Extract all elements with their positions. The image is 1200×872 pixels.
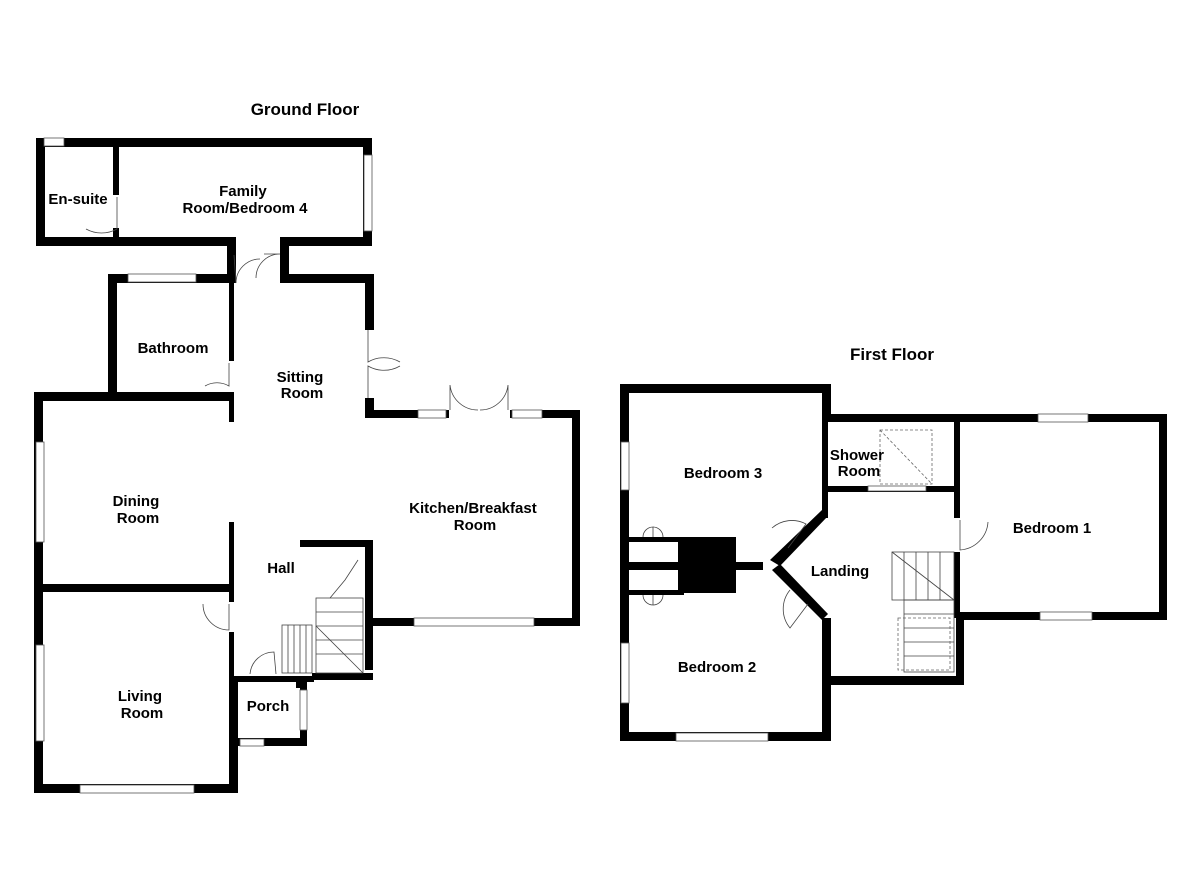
room-label-kitchen-line2: Room <box>454 517 497 534</box>
ground-floor-title: Ground Floor <box>251 100 360 119</box>
first-floor-windows <box>620 413 1093 742</box>
room-label-family: Family Room/Bedroom 4 <box>182 183 308 217</box>
shower-tray <box>879 429 933 485</box>
room-label-porch-line1: Porch <box>247 698 290 715</box>
room-label-family-line2: Room/Bedroom 4 <box>182 200 308 217</box>
room-label-bathroom-line1: Bathroom <box>138 340 209 357</box>
sitting-room-walls <box>280 237 449 418</box>
room-label-shower-line2: Room <box>838 463 881 480</box>
ground-floor-plan: Ground Floor En-suite Family Room/Bedroo… <box>34 100 580 794</box>
room-label-bedroom2: Bedroom 2 <box>678 659 756 676</box>
ground-stairs <box>281 559 364 674</box>
room-label-living: Living Room <box>118 688 166 722</box>
first-floor-doors <box>771 520 989 629</box>
room-label-ensuite-line1: En-suite <box>48 191 107 208</box>
kitchen-walls <box>300 410 580 670</box>
first-floor-title: First Floor <box>850 345 934 364</box>
room-label-bedroom1: Bedroom 1 <box>1013 520 1091 537</box>
room-label-sitting-line2: Room <box>281 385 324 402</box>
room-label-bedroom2-line1: Bedroom 2 <box>678 659 756 676</box>
bathroom-walls <box>108 237 236 396</box>
room-label-shower-line1: Shower <box>830 447 884 464</box>
room-label-kitchen-line1: Kitchen/Breakfast <box>409 500 537 517</box>
room-label-landing-line1: Landing <box>811 563 869 580</box>
room-label-bathroom: Bathroom <box>138 340 209 357</box>
dining-living-walls <box>34 392 238 793</box>
room-label-family-line1: Family <box>219 183 267 200</box>
room-label-dining: Dining Room <box>113 493 164 527</box>
room-label-hall: Hall <box>267 560 295 577</box>
room-label-living-line2: Room <box>121 705 164 722</box>
room-label-bedroom1-line1: Bedroom 1 <box>1013 520 1091 537</box>
room-label-ensuite: En-suite <box>48 191 107 208</box>
room-label-hall-line1: Hall <box>267 560 295 577</box>
first-floor-plan: First Floor Bedroom 3 Shower Room Bedroo… <box>620 345 1167 742</box>
room-label-dining-line1: Dining <box>113 493 160 510</box>
room-label-landing: Landing <box>811 563 869 580</box>
room-label-sitting: Sitting Room <box>277 369 328 402</box>
room-label-dining-line2: Room <box>117 510 160 527</box>
room-label-shower: Shower Room <box>830 447 888 480</box>
first-floor-cupboards <box>629 526 684 606</box>
first-floor-walls <box>620 384 1167 741</box>
room-label-kitchen: Kitchen/Breakfast Room <box>409 500 541 534</box>
ground-doors <box>85 197 509 675</box>
room-label-bedroom3: Bedroom 3 <box>684 465 762 482</box>
room-label-sitting-line1: Sitting <box>277 369 324 386</box>
room-label-porch: Porch <box>247 698 290 715</box>
ground-windows <box>35 137 543 794</box>
first-floor-stairs <box>891 551 955 673</box>
room-label-living-line1: Living <box>118 688 162 705</box>
room-label-bedroom3-line1: Bedroom 3 <box>684 465 762 482</box>
